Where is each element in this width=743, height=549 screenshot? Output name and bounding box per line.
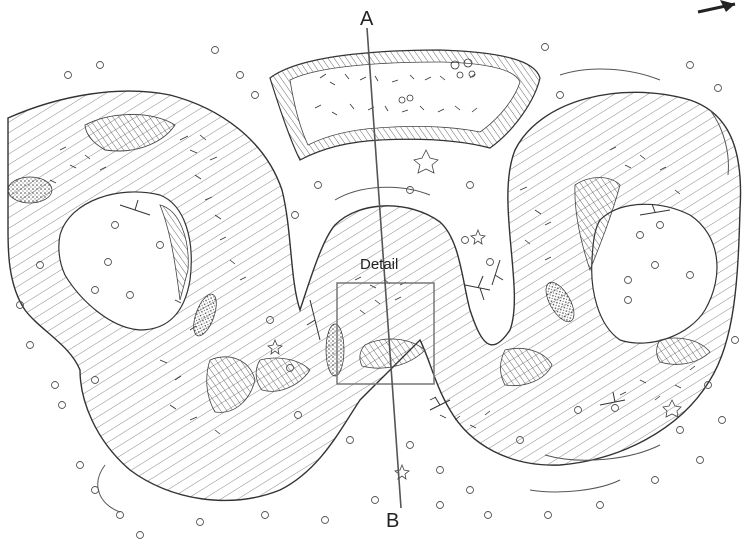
upper-band xyxy=(270,50,540,160)
detail-label: Detail xyxy=(360,256,398,273)
section-start-label: A xyxy=(360,8,373,31)
north-arrow-icon xyxy=(698,0,735,12)
section-end-label: B xyxy=(386,510,399,533)
